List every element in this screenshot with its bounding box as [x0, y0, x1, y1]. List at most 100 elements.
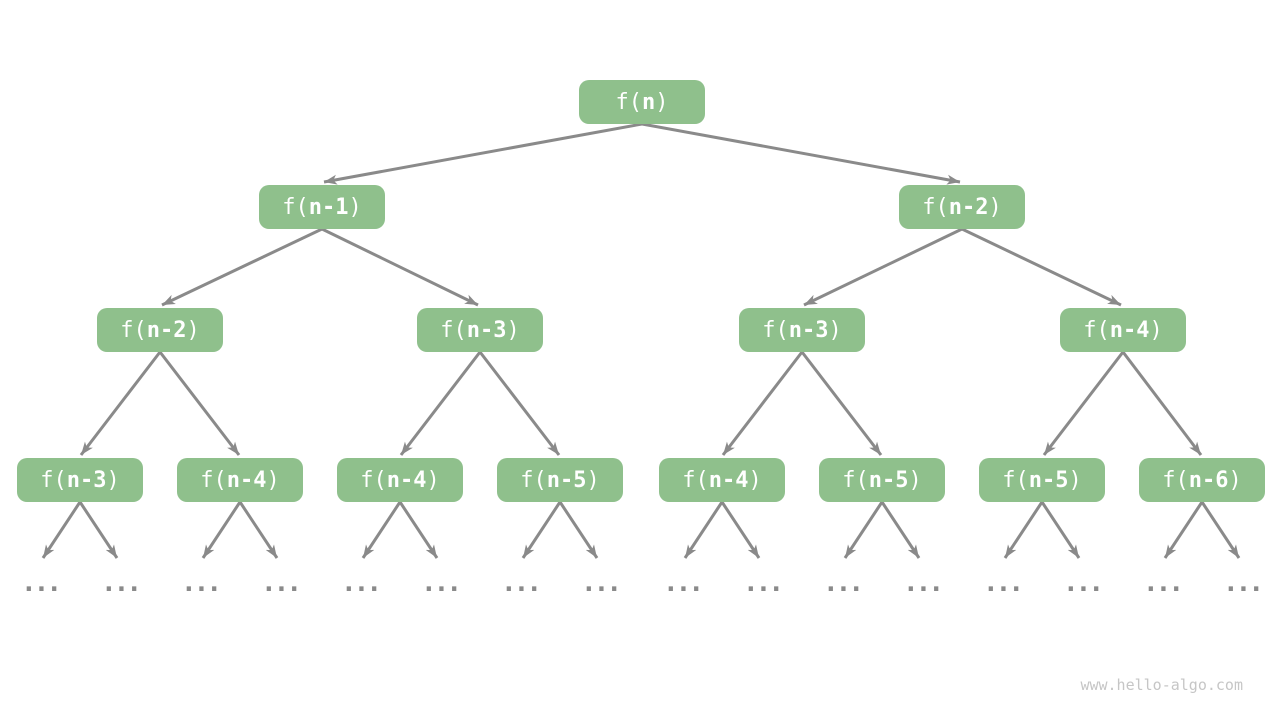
- edge-arrow: [1042, 351, 1125, 456]
- node-text-prefix: f(: [922, 194, 949, 220]
- ellipsis-leaf: ...: [823, 568, 864, 598]
- leaf-arrow: [558, 501, 599, 559]
- ellipsis-leaf: ...: [181, 568, 222, 598]
- node-text-prefix: f(: [1002, 467, 1029, 493]
- node-text-arg: n-4: [226, 467, 267, 493]
- node-text-suffix: ): [186, 317, 200, 343]
- node-text-prefix: f(: [40, 467, 67, 493]
- node-text-prefix: f(: [615, 89, 643, 115]
- ellipsis-leaf: ...: [1063, 568, 1104, 598]
- tree-node: f(n-6): [1139, 458, 1265, 502]
- leaf-arrow: [78, 501, 119, 559]
- leaf-arrow: [843, 501, 884, 559]
- leaf-arrow: [398, 501, 439, 559]
- node-text-suffix: ): [586, 467, 600, 493]
- ellipsis-leaf: ...: [261, 568, 302, 598]
- node-text-suffix: ): [266, 467, 280, 493]
- node-text-suffix: ): [908, 467, 922, 493]
- edge-arrow: [321, 227, 479, 307]
- leaf-arrow: [1040, 501, 1081, 559]
- node-text-arg: n: [642, 89, 656, 115]
- node-text-arg: n-2: [948, 194, 989, 220]
- tree-node: f(n-4): [659, 458, 785, 502]
- ellipsis-leaf: ...: [663, 568, 704, 598]
- tree-node: f(n-3): [417, 308, 543, 352]
- ellipsis-leaf: ...: [983, 568, 1024, 598]
- node-text-suffix: ): [655, 89, 669, 115]
- node-text-suffix: ): [426, 467, 440, 493]
- ellipsis-leaf: ...: [501, 568, 542, 598]
- node-text-prefix: f(: [762, 317, 789, 343]
- ellipsis-leaf: ...: [581, 568, 622, 598]
- node-text-suffix: ): [348, 194, 362, 220]
- node-text-suffix: ): [106, 467, 120, 493]
- leaf-arrow: [1163, 501, 1204, 559]
- node-text-prefix: f(: [682, 467, 709, 493]
- tree-node: f(n-5): [497, 458, 623, 502]
- leaf-arrow: [521, 501, 562, 559]
- node-text-suffix: ): [828, 317, 842, 343]
- tree-node: f(n-4): [1060, 308, 1186, 352]
- ellipsis-leaf: ...: [1223, 568, 1264, 598]
- edge-arrow: [79, 351, 162, 456]
- node-text-arg: n-4: [708, 467, 749, 493]
- node-text-arg: n-3: [466, 317, 507, 343]
- tree-node: f(n-2): [899, 185, 1025, 229]
- node-text-prefix: f(: [1083, 317, 1110, 343]
- node-text-arg: n-5: [868, 467, 909, 493]
- node-text-prefix: f(: [520, 467, 547, 493]
- edge-arrow: [399, 351, 482, 456]
- edge-arrow: [323, 122, 643, 185]
- ellipsis-leaf: ...: [341, 568, 382, 598]
- ellipsis-leaf: ...: [1143, 568, 1184, 598]
- leaf-arrow: [361, 501, 402, 559]
- tree-node: f(n-4): [177, 458, 303, 502]
- leaf-arrow: [683, 501, 724, 559]
- node-text-arg: n-5: [546, 467, 587, 493]
- node-text-arg: n-2: [146, 317, 187, 343]
- tree-node: f(n-2): [97, 308, 223, 352]
- node-text-suffix: ): [1149, 317, 1163, 343]
- node-text-prefix: f(: [120, 317, 147, 343]
- node-text-arg: n-4: [386, 467, 427, 493]
- tree-node: f(n-5): [819, 458, 945, 502]
- edge-arrow: [641, 122, 961, 185]
- edge-arrow: [800, 351, 883, 456]
- node-text-prefix: f(: [360, 467, 387, 493]
- ellipsis-leaf: ...: [421, 568, 462, 598]
- ellipsis-leaf: ...: [743, 568, 784, 598]
- node-text-arg: n-4: [1109, 317, 1150, 343]
- node-text-arg: n-3: [788, 317, 829, 343]
- edge-arrow: [478, 351, 561, 456]
- node-text-suffix: ): [988, 194, 1002, 220]
- node-text-prefix: f(: [842, 467, 869, 493]
- node-text-suffix: ): [748, 467, 762, 493]
- node-text-prefix: f(: [282, 194, 309, 220]
- leaf-arrow: [1003, 501, 1044, 559]
- node-text-suffix: ): [1228, 467, 1242, 493]
- edge-arrow: [158, 351, 241, 456]
- ellipsis-leaf: ...: [101, 568, 142, 598]
- ellipsis-leaf: ...: [903, 568, 944, 598]
- ellipsis-leaf: ...: [21, 568, 62, 598]
- tree-node: f(n-4): [337, 458, 463, 502]
- edge-arrow: [161, 227, 323, 307]
- edge-arrow: [721, 351, 804, 456]
- node-text-arg: n-1: [308, 194, 349, 220]
- node-text-suffix: ): [1068, 467, 1082, 493]
- node-text-arg: n-6: [1188, 467, 1229, 493]
- tree-node: f(n-1): [259, 185, 385, 229]
- tree-node: f(n-3): [739, 308, 865, 352]
- tree-node: f(n-5): [979, 458, 1105, 502]
- node-text-arg: n-5: [1028, 467, 1069, 493]
- edge-arrow: [1121, 351, 1203, 456]
- node-text-suffix: ): [506, 317, 520, 343]
- tree-node-root: f(n): [579, 80, 705, 124]
- node-text-prefix: f(: [1162, 467, 1189, 493]
- edge-arrow: [803, 227, 963, 307]
- leaf-arrow: [880, 501, 921, 559]
- node-text-prefix: f(: [200, 467, 227, 493]
- watermark-text: www.hello-algo.com: [1080, 676, 1243, 694]
- node-text-arg: n-3: [66, 467, 107, 493]
